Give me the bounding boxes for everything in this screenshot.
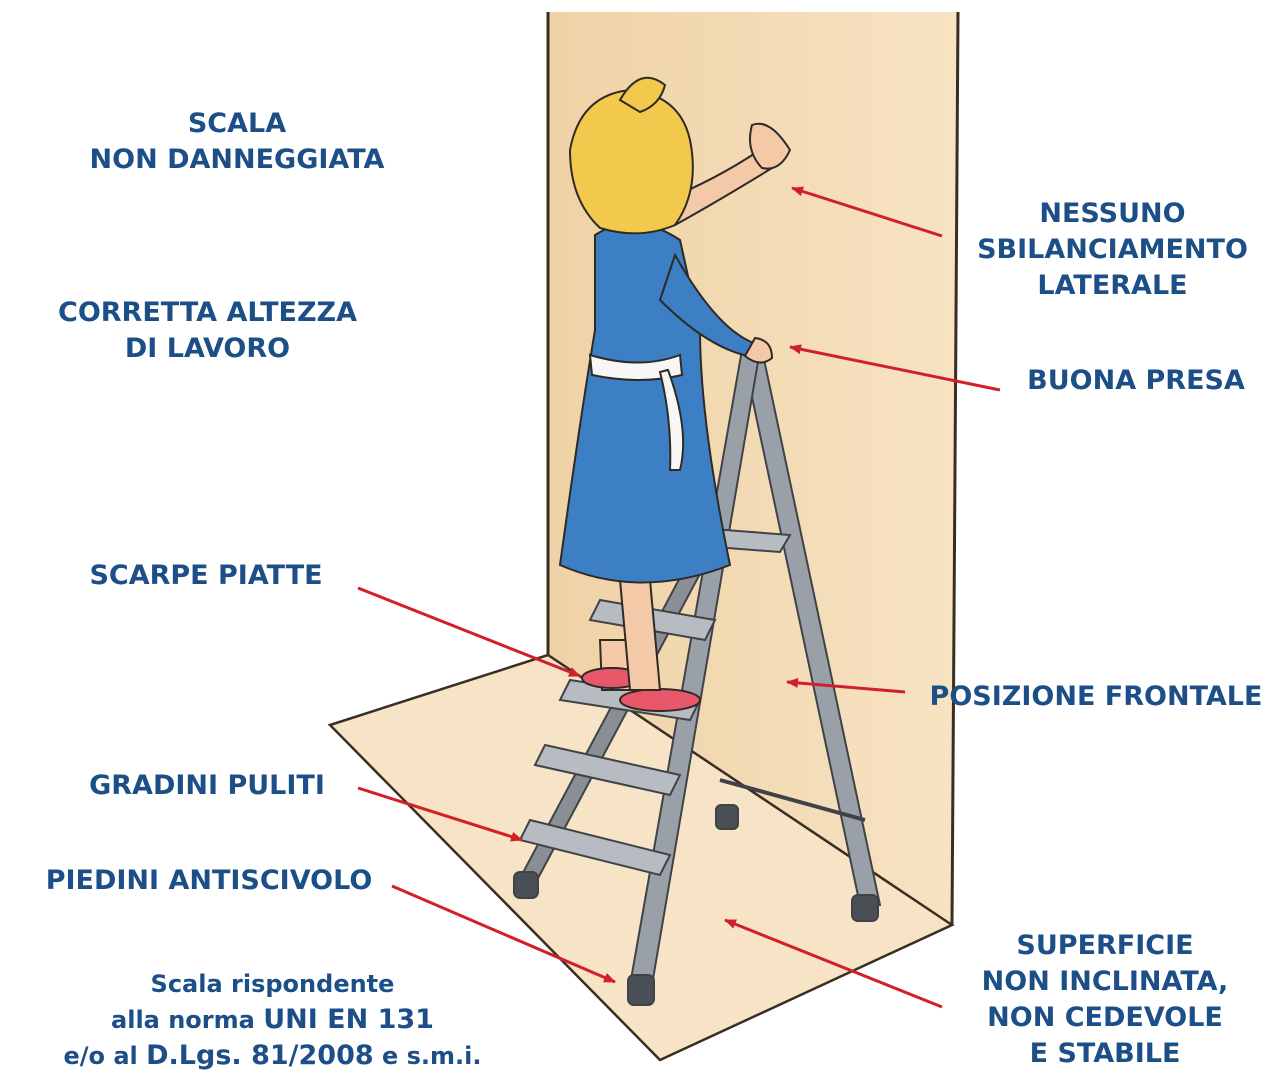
label-scala-non-danneggiata: SCALA NON DANNEGGIATA: [72, 106, 402, 178]
label-posizione-frontale: POSIZIONE FRONTALE: [912, 679, 1280, 715]
label-piedini-antiscivolo: PIEDINI ANTISCIVOLO: [30, 863, 388, 899]
label-buona-presa: BUONA PRESA: [1005, 363, 1267, 399]
label-gradini-puliti: GRADINI PULITI: [72, 768, 342, 804]
norma-note: Scala rispondente alla norma UNI EN 131 …: [0, 966, 545, 1074]
label-superficie: SUPERFICIE NON INCLINATA, NON CEDEVOLE E…: [955, 928, 1255, 1072]
label-scarpe-piatte: SCARPE PIATTE: [70, 558, 342, 594]
label-nessuno-sbilanciamento: NESSUNO SBILANCIAMENTO LATERALE: [955, 196, 1270, 304]
label-corretta-altezza: CORRETTA ALTEZZA DI LAVORO: [40, 295, 375, 367]
